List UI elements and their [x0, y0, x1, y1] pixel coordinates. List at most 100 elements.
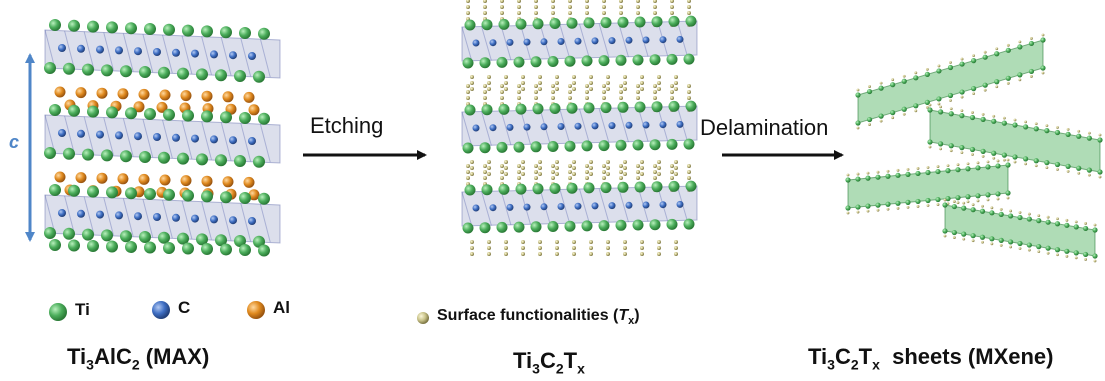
surface-group	[1006, 158, 1010, 162]
ti-atom	[258, 192, 270, 205]
surface-group	[674, 75, 678, 79]
ti-atom	[106, 240, 118, 253]
ti-atom	[615, 54, 627, 66]
ti-atom	[865, 203, 871, 209]
ti-atom	[965, 166, 971, 172]
surface-group	[636, 5, 640, 9]
ti-atom	[239, 192, 251, 204]
ti-atom	[479, 57, 491, 69]
surface-group	[949, 99, 952, 102]
c-atom	[608, 202, 616, 210]
mxene-sheets	[845, 33, 1103, 263]
lattice-bond	[579, 108, 590, 144]
ti-atom	[549, 18, 561, 29]
c-atom	[134, 132, 142, 141]
surface-group	[538, 252, 542, 256]
ti-atom	[253, 235, 265, 248]
ti-atom	[1086, 167, 1092, 173]
ti-atom	[979, 208, 986, 214]
lattice-bond	[44, 29, 56, 69]
surface-group	[504, 246, 508, 250]
surface-group	[981, 154, 985, 158]
ti-atom	[49, 19, 61, 31]
surface-group	[657, 166, 661, 170]
c-atom	[659, 121, 667, 129]
surface-group	[879, 119, 883, 123]
c-atom	[676, 200, 684, 208]
ti-atom	[890, 82, 896, 88]
ti-atom	[125, 241, 137, 253]
ti-atom	[87, 185, 99, 198]
surface-group	[1018, 40, 1022, 44]
surface-group	[1037, 250, 1041, 254]
surface-group	[914, 109, 918, 113]
surface-group	[606, 246, 610, 250]
c-atom	[574, 122, 582, 130]
surface-group	[606, 252, 610, 256]
ti-atom	[464, 104, 476, 116]
lattice-bond	[162, 34, 173, 74]
ti-atom	[927, 139, 933, 145]
ti-atom	[865, 175, 871, 181]
ti-atom	[938, 141, 944, 147]
surface-group	[521, 240, 525, 244]
ti-atom	[980, 148, 986, 154]
surface-group	[555, 252, 559, 256]
surface-group	[1002, 116, 1006, 120]
surface-group	[572, 252, 576, 256]
ti-atom	[201, 243, 213, 255]
surface-group	[981, 204, 984, 208]
c-atom	[153, 133, 161, 141]
ti-atom	[215, 234, 227, 247]
surface-group	[1041, 33, 1045, 37]
c-atom	[77, 129, 85, 138]
ti-atom	[139, 151, 151, 163]
ti-atom	[220, 191, 232, 204]
ti-atom	[82, 228, 94, 241]
lattice-bond	[579, 188, 590, 224]
c-atom	[574, 37, 582, 45]
surface-group	[943, 198, 947, 202]
ti-atom	[649, 219, 661, 231]
surface-group	[640, 81, 644, 85]
ti-atom	[982, 54, 988, 60]
surface-group	[670, 5, 674, 9]
ti-atom	[120, 150, 132, 163]
surface-group	[1041, 71, 1045, 75]
al-atom	[75, 172, 87, 184]
ti-atom	[253, 70, 265, 83]
surface-group	[962, 237, 966, 241]
ti-atom	[258, 244, 270, 257]
ti-atom	[649, 54, 661, 66]
surface-group	[876, 208, 880, 212]
ti-atom	[177, 232, 189, 245]
surface-group	[572, 166, 576, 170]
surface-group	[1027, 212, 1031, 216]
surface-group	[1045, 124, 1049, 128]
surface-group	[504, 172, 508, 176]
c-atom	[489, 204, 497, 212]
surface-group	[623, 87, 627, 91]
surface-group	[466, 84, 470, 88]
surface-group	[674, 166, 678, 170]
surface-group	[653, 96, 657, 100]
ti-atom	[1073, 250, 1079, 256]
surface-group	[466, 90, 470, 94]
ti-atom	[1012, 154, 1018, 160]
surface-group	[636, 176, 640, 180]
c-atom	[472, 39, 480, 47]
surface-group	[619, 176, 623, 180]
surface-group	[470, 172, 474, 176]
surface-group	[670, 96, 674, 100]
ti-atom	[101, 64, 113, 77]
al-atom	[222, 91, 234, 103]
surface-group	[500, 84, 504, 88]
surface-group	[846, 173, 850, 177]
surface-group	[657, 81, 661, 85]
delamination-label: Delamination	[700, 115, 829, 140]
surface-group	[534, 170, 538, 174]
ti-atom	[564, 55, 576, 67]
lattice-bond	[142, 34, 154, 73]
ti-atom	[532, 103, 544, 115]
surface-group	[500, 90, 504, 94]
